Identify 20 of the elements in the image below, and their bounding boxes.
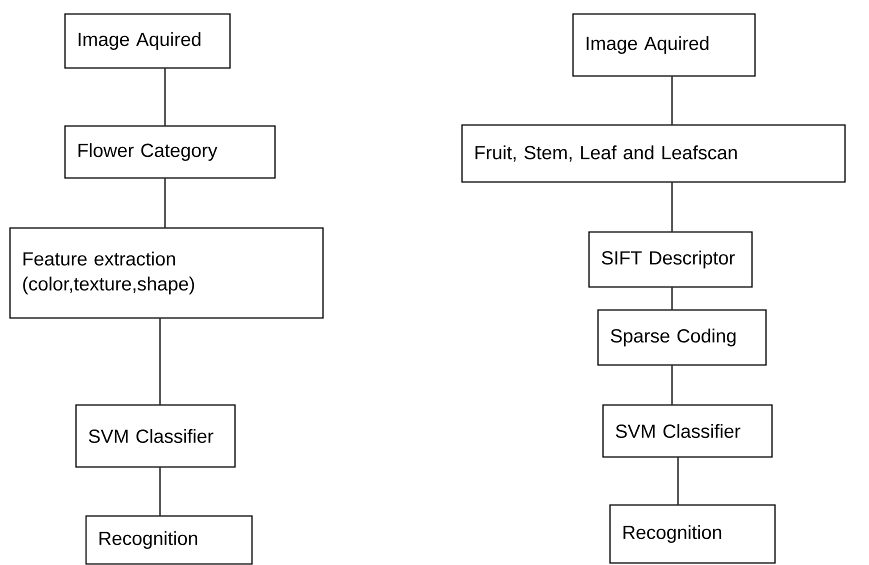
process-box: Flower Category (64, 125, 276, 179)
connector-line (159, 318, 161, 404)
process-box: SIFT Descriptor (588, 231, 753, 288)
process-box: SVM Classifier (75, 404, 236, 468)
process-box: Sparse Coding (597, 309, 767, 366)
connector-line (671, 182, 673, 232)
process-box: Image Aquired (572, 13, 756, 77)
connector-line (671, 288, 673, 310)
process-box: Image Aquired (64, 13, 231, 69)
process-box: Fruit, Stem, Leaf and Leafscan (461, 124, 846, 183)
process-box: Feature extraction (color,texture,shape) (9, 227, 324, 319)
connector-line (677, 458, 679, 504)
connector-line (671, 366, 673, 404)
connector-line (164, 68, 166, 126)
process-box: Recognition (609, 504, 776, 564)
connector-line (159, 468, 161, 516)
process-box: Recognition (85, 515, 253, 565)
connector-line (671, 76, 673, 124)
connector-line (164, 178, 166, 228)
process-box: SVM Classifier (602, 404, 773, 458)
